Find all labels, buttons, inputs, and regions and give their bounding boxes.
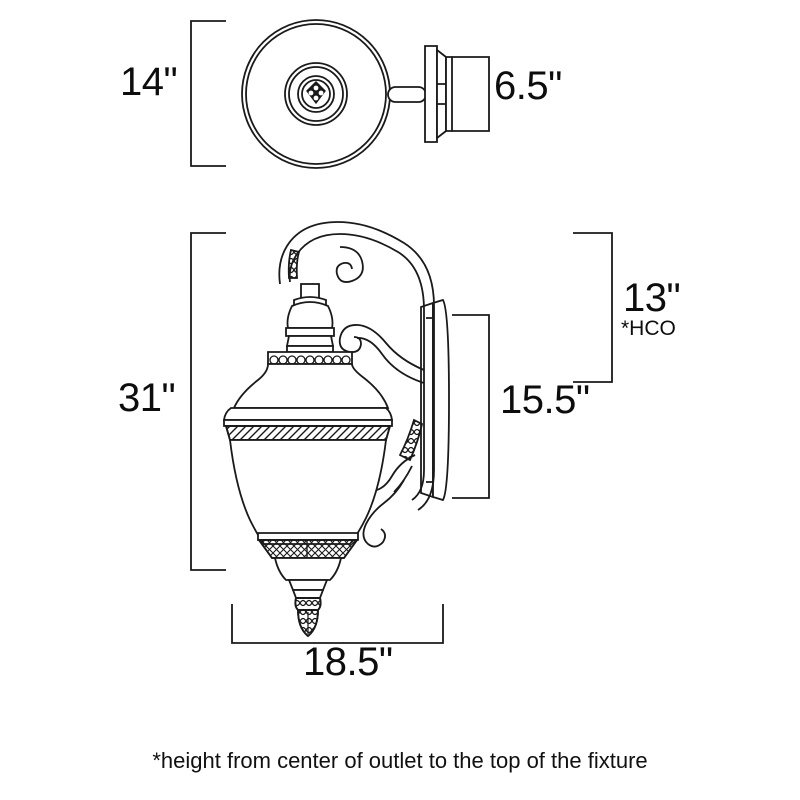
dimension-label-13: 13"	[623, 276, 681, 320]
dimension-bracket-13-hco	[573, 232, 613, 383]
dimension-label-6-5: 6.5"	[494, 64, 562, 108]
side-view-shade-cap	[232, 351, 390, 409]
dimension-label-15-5: 15.5"	[500, 378, 590, 422]
dimension-bracket-6-5	[452, 56, 490, 132]
side-view-assembly	[222, 221, 450, 638]
side-view-neck	[285, 283, 335, 353]
dimension-label-14: 14"	[120, 60, 178, 104]
side-view-glass-body	[228, 439, 388, 545]
dimension-bracket-14	[190, 20, 226, 167]
footnote-text: *height from center of outlet to the top…	[152, 748, 648, 773]
top-view-shade-inner-ring	[245, 23, 387, 165]
side-view-backplate	[420, 298, 450, 502]
dimension-bracket-18-5	[231, 604, 444, 644]
dimension-bracket-15-5	[452, 314, 490, 499]
top-view-finial-rosette	[306, 81, 326, 105]
dimension-label-31: 31"	[118, 376, 176, 420]
side-view-rim	[222, 407, 394, 441]
top-view-backplate	[424, 45, 453, 143]
top-view-assembly	[241, 19, 453, 169]
side-view-lattice-band	[257, 532, 359, 559]
side-view-bottom-finial	[273, 557, 343, 638]
dimension-label-18-5: 18.5"	[303, 640, 393, 684]
top-view-arm	[387, 86, 427, 103]
dimension-bracket-31	[190, 232, 226, 571]
dimension-label-hco: *HCO	[621, 317, 676, 340]
